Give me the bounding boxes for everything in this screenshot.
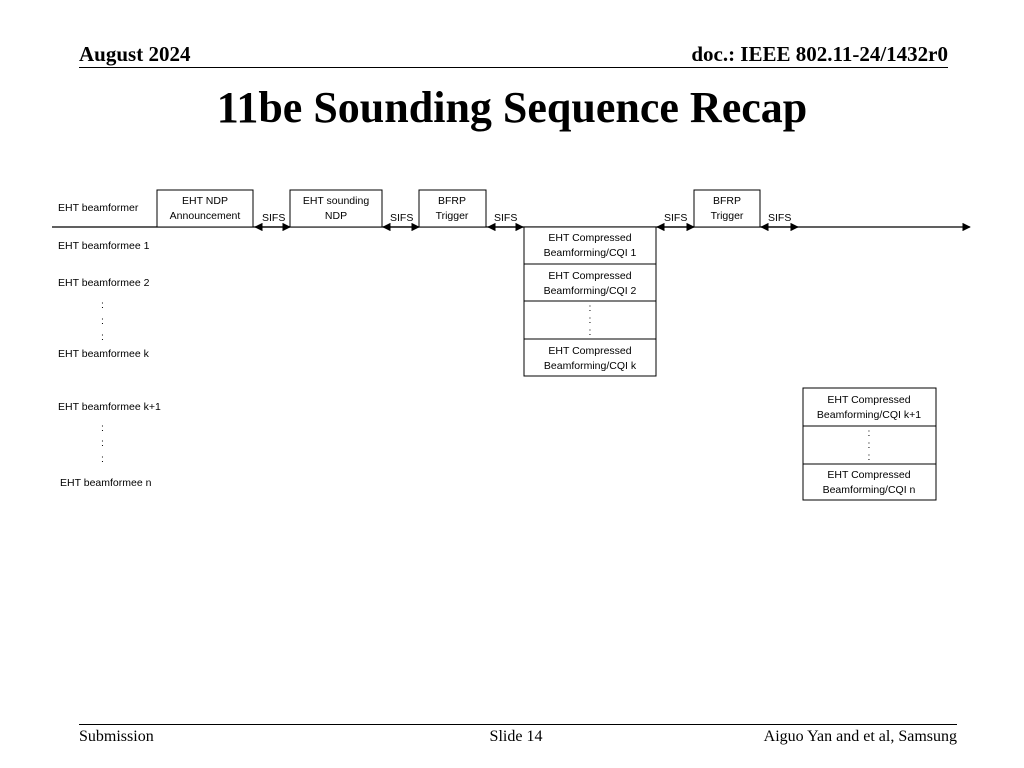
svg-text::: : [589, 302, 592, 314]
svg-text:Beamforming/CQI n: Beamforming/CQI n [823, 484, 916, 496]
svg-text::: : [868, 451, 871, 463]
frame-cbf-k1: EHT Compressed Beamforming/CQI k+1 [802, 387, 937, 427]
row-ellipsis: : [101, 299, 104, 311]
footer-authors: Aiguo Yan and et al, Samsung [763, 728, 957, 745]
slide-title: 11be Sounding Sequence Recap [216, 83, 808, 132]
sifs-label: SIFS [494, 212, 517, 224]
header-doc-number: doc.: IEEE 802.11-24/1432r0 [691, 42, 948, 66]
footer-submission: Submission [79, 728, 154, 745]
svg-text:Trigger: Trigger [711, 210, 744, 222]
svg-text:Beamforming/CQI 1: Beamforming/CQI 1 [544, 247, 637, 259]
header-date: August 2024 [79, 42, 191, 66]
svg-text:Beamforming/CQI 2: Beamforming/CQI 2 [544, 285, 637, 297]
row-label-beamformee-1: EHT beamformee 1 [58, 240, 150, 252]
sifs-label: SIFS [664, 212, 687, 224]
svg-text::: : [868, 427, 871, 439]
row-ellipsis: : [101, 315, 104, 327]
frame-cbf-ellipsis: : : : [523, 300, 657, 340]
frame-ndpa: EHT NDP Announcement [156, 189, 254, 228]
sifs-label: SIFS [390, 212, 413, 224]
row-label-beamformee-k: EHT beamformee k [58, 348, 150, 360]
svg-text:EHT sounding: EHT sounding [303, 195, 370, 207]
svg-text::: : [589, 326, 592, 338]
row-label-beamformer: EHT beamformer [58, 202, 139, 214]
frame-cbf-n: EHT Compressed Beamforming/CQI n [802, 463, 937, 501]
svg-text:Beamforming/CQI k: Beamforming/CQI k [544, 360, 637, 372]
frame-cbf-ellipsis: : : : [802, 425, 937, 465]
svg-text:EHT Compressed: EHT Compressed [827, 469, 910, 481]
row-label-beamformee-2: EHT beamformee 2 [58, 277, 150, 289]
svg-text:Announcement: Announcement [170, 210, 241, 222]
footer-slide-number: Slide 14 [489, 728, 543, 745]
frame-bfrp-trigger-1: BFRP Trigger [418, 189, 487, 228]
frame-cbf-k: EHT Compressed Beamforming/CQI k [523, 338, 657, 377]
sifs-label: SIFS [262, 212, 285, 224]
frame-ndp: EHT sounding NDP [289, 189, 383, 228]
frame-cbf-2: EHT Compressed Beamforming/CQI 2 [523, 263, 657, 302]
footer-divider [79, 724, 957, 725]
svg-text:NDP: NDP [325, 210, 347, 222]
row-ellipsis: : [101, 453, 104, 465]
row-label-beamformee-n: EHT beamformee n [60, 477, 152, 489]
frame-cbf-1: EHT Compressed Beamforming/CQI 1 [523, 226, 657, 265]
svg-text::: : [868, 439, 871, 451]
svg-text:BFRP: BFRP [438, 195, 466, 207]
svg-text:Trigger: Trigger [436, 210, 469, 222]
svg-text:EHT Compressed: EHT Compressed [827, 394, 910, 406]
svg-text:EHT NDP: EHT NDP [182, 195, 228, 207]
row-ellipsis: : [101, 437, 104, 449]
svg-text:EHT Compressed: EHT Compressed [548, 232, 631, 244]
svg-text:BFRP: BFRP [713, 195, 741, 207]
svg-text::: : [589, 314, 592, 326]
frame-bfrp-trigger-2: BFRP Trigger [693, 189, 761, 228]
row-ellipsis: : [101, 422, 104, 434]
svg-text:Beamforming/CQI k+1: Beamforming/CQI k+1 [817, 409, 921, 421]
header-divider [79, 67, 948, 68]
row-label-beamformee-k1: EHT beamformee k+1 [58, 401, 161, 413]
row-ellipsis: : [101, 331, 104, 343]
svg-text:EHT Compressed: EHT Compressed [548, 270, 631, 282]
sifs-label: SIFS [768, 212, 791, 224]
svg-text:EHT Compressed: EHT Compressed [548, 345, 631, 357]
